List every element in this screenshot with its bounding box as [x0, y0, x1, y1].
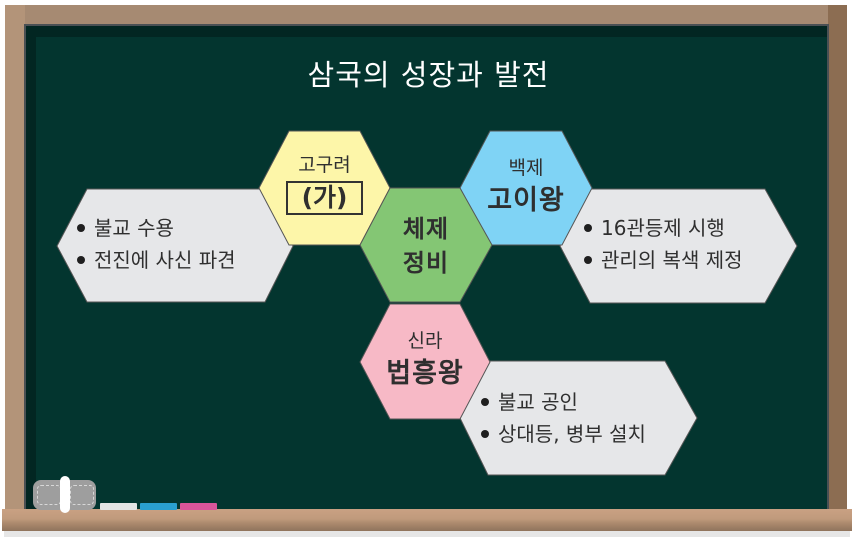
center-hexagon [359, 187, 493, 303]
goguryeo-label-group: 고구려 (가) [259, 150, 390, 215]
center-label-line2: 정비 [402, 249, 450, 277]
chalkboard-frame-right [828, 5, 847, 510]
silla-achievements-list: 불교 공인 상대등, 병부 설치 [481, 386, 646, 450]
baekje-kingdom-name: 백제 [508, 157, 544, 179]
silla-label-group: 신라 법흥왕 [360, 326, 490, 390]
pink-chalk-icon [180, 503, 217, 510]
list-item: 관리의 복색 제정 [584, 244, 743, 276]
bullet-icon [77, 256, 85, 264]
white-chalk-icon [100, 503, 137, 510]
silla-king-name: 법흥왕 [386, 358, 464, 389]
goguryeo-king-blank-box: (가) [285, 181, 364, 215]
diagram-title: 삼국의 성장과 발전 [307, 58, 550, 92]
bullet-icon [584, 256, 592, 264]
chalkboard-frame-top [5, 5, 847, 25]
chalk-ledge-shadow [4, 531, 850, 537]
eraser-icon [33, 476, 96, 513]
list-item: 16관등제 시행 [584, 212, 743, 244]
baekje-king-name: 고이왕 [487, 185, 565, 216]
list-item: 불교 수용 [77, 212, 236, 244]
chalkboard-frame-left [5, 5, 25, 510]
list-item: 전진에 사신 파견 [77, 244, 236, 276]
chalk-ledge [2, 509, 852, 531]
bullet-icon [77, 224, 85, 232]
bullet-icon [584, 224, 592, 232]
center-label-group: 체제 정비 [360, 212, 492, 280]
blue-chalk-icon [140, 503, 177, 510]
list-item: 상대등, 병부 설치 [481, 418, 646, 450]
silla-hexagon [359, 303, 491, 420]
bullet-icon [481, 398, 489, 406]
baekje-achievements-shape [559, 188, 798, 304]
goguryeo-kingdom-name: 고구려 [298, 154, 351, 176]
goguryeo-achievements-list: 불교 수용 전진에 사신 파견 [77, 212, 236, 276]
list-item: 불교 공인 [481, 386, 646, 418]
silla-kingdom-name: 신라 [407, 330, 443, 352]
baekje-label-group: 백제 고이왕 [460, 153, 592, 217]
center-label-line1: 체제 [402, 215, 450, 243]
bullet-icon [481, 430, 489, 438]
baekje-achievements-list: 16관등제 시행 관리의 복색 제정 [584, 212, 743, 276]
